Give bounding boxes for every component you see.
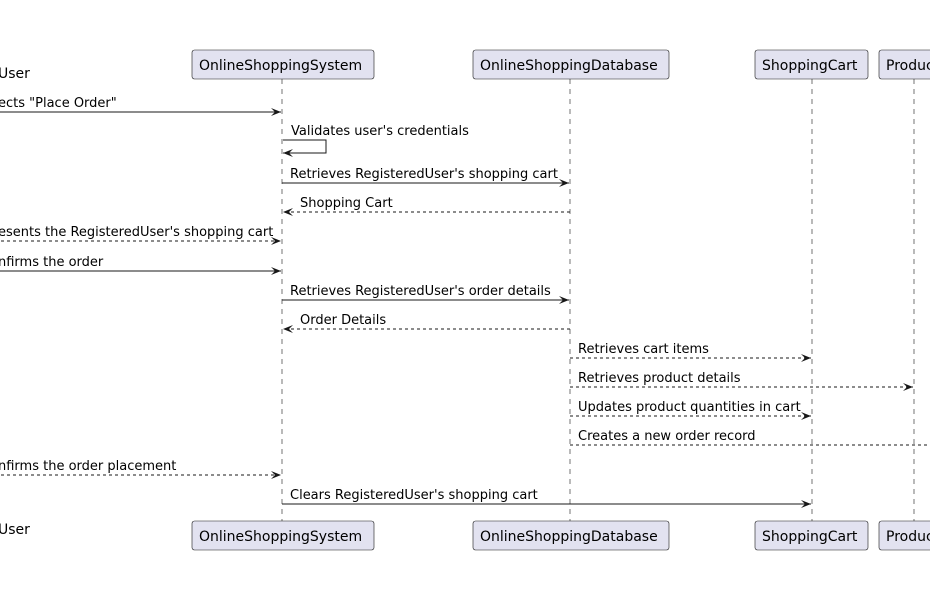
arrowhead [271, 471, 281, 479]
message-label: Clears RegisteredUser's shopping cart [290, 488, 538, 503]
arrowhead [801, 412, 811, 420]
message-8: Order Details [283, 313, 570, 333]
message-label: Shopping Cart [300, 196, 393, 211]
participant-system-bottom: OnlineShoppingSystem [191, 520, 375, 551]
message-label: Updates product quantities in cart [578, 400, 801, 415]
message-label: ects "Place Order" [0, 96, 117, 111]
message-label: Retrieves RegisteredUser's order details [290, 284, 551, 299]
message-9: Retrieves cart items [570, 342, 811, 362]
participant-box [191, 49, 375, 80]
message-label: Validates user's credentials [291, 124, 469, 139]
arrowhead [271, 237, 281, 245]
participant-box [754, 520, 869, 551]
message-12: Creates a new order record [570, 429, 930, 446]
participant-cart-top: ShoppingCart [754, 49, 869, 80]
message-label: Order Details [300, 313, 386, 328]
arrowhead [801, 500, 811, 508]
participant-label: OnlineShoppingSystem [199, 529, 362, 545]
participant-box [472, 49, 670, 80]
arrowhead [283, 325, 293, 333]
participant-product-top: Produc [878, 49, 930, 80]
participant-database-bottom: OnlineShoppingDatabase [472, 520, 670, 551]
participant-label: OnlineShoppingDatabase [480, 58, 658, 74]
message-label: Creates a new order record [578, 429, 756, 444]
message-11: Updates product quantities in cart [570, 400, 811, 420]
arrowhead [271, 267, 281, 275]
message-6: nfirms the order [0, 255, 281, 275]
participant-label: OnlineShoppingDatabase [480, 529, 658, 545]
message-line [283, 139, 327, 154]
participant-box [191, 520, 375, 551]
participant-box [754, 49, 869, 80]
arrowhead [283, 149, 293, 157]
participant-product-bottom: Produc [878, 520, 930, 551]
message-13: nfirms the order placement [0, 459, 281, 479]
message-label: Retrieves cart items [578, 342, 709, 357]
message-14: Clears RegisteredUser's shopping cart [282, 488, 811, 508]
participant-box [878, 49, 930, 80]
arrowhead [903, 383, 913, 391]
message-label: nfirms the order [0, 255, 104, 270]
message-2: Validates user's credentials [283, 124, 469, 157]
message-label: Retrieves product details [578, 371, 741, 386]
participant-system-top: OnlineShoppingSystem [191, 49, 375, 80]
arrowhead [559, 179, 569, 187]
message-7: Retrieves RegisteredUser's order details [282, 284, 569, 304]
arrowhead [559, 296, 569, 304]
message-3: Retrieves RegisteredUser's shopping cart [282, 167, 569, 187]
participant-label: Produc [886, 58, 930, 74]
participant-database-top: OnlineShoppingDatabase [472, 49, 670, 80]
participant-label: ShoppingCart [762, 58, 858, 74]
participant-label: OnlineShoppingSystem [199, 58, 362, 74]
message-5: esents the RegisteredUser's shopping car… [0, 225, 281, 245]
message-label: Retrieves RegisteredUser's shopping cart [290, 167, 558, 182]
participant-box [472, 520, 670, 551]
message-label: nfirms the order placement [0, 459, 176, 474]
participant-user-top-label: User [0, 66, 30, 82]
message-4: Shopping Cart [283, 196, 570, 216]
message-10: Retrieves product details [570, 371, 913, 391]
participant-box [878, 520, 930, 551]
arrowhead [283, 208, 293, 216]
participant-label: ShoppingCart [762, 529, 858, 545]
participant-label: Produc [886, 529, 930, 545]
message-1: ects "Place Order" [0, 96, 281, 116]
arrowhead [801, 354, 811, 362]
participant-user-bottom-label: User [0, 522, 30, 538]
message-label: esents the RegisteredUser's shopping car… [0, 225, 273, 240]
participant-cart-bottom: ShoppingCart [754, 520, 869, 551]
arrowhead [271, 108, 281, 116]
